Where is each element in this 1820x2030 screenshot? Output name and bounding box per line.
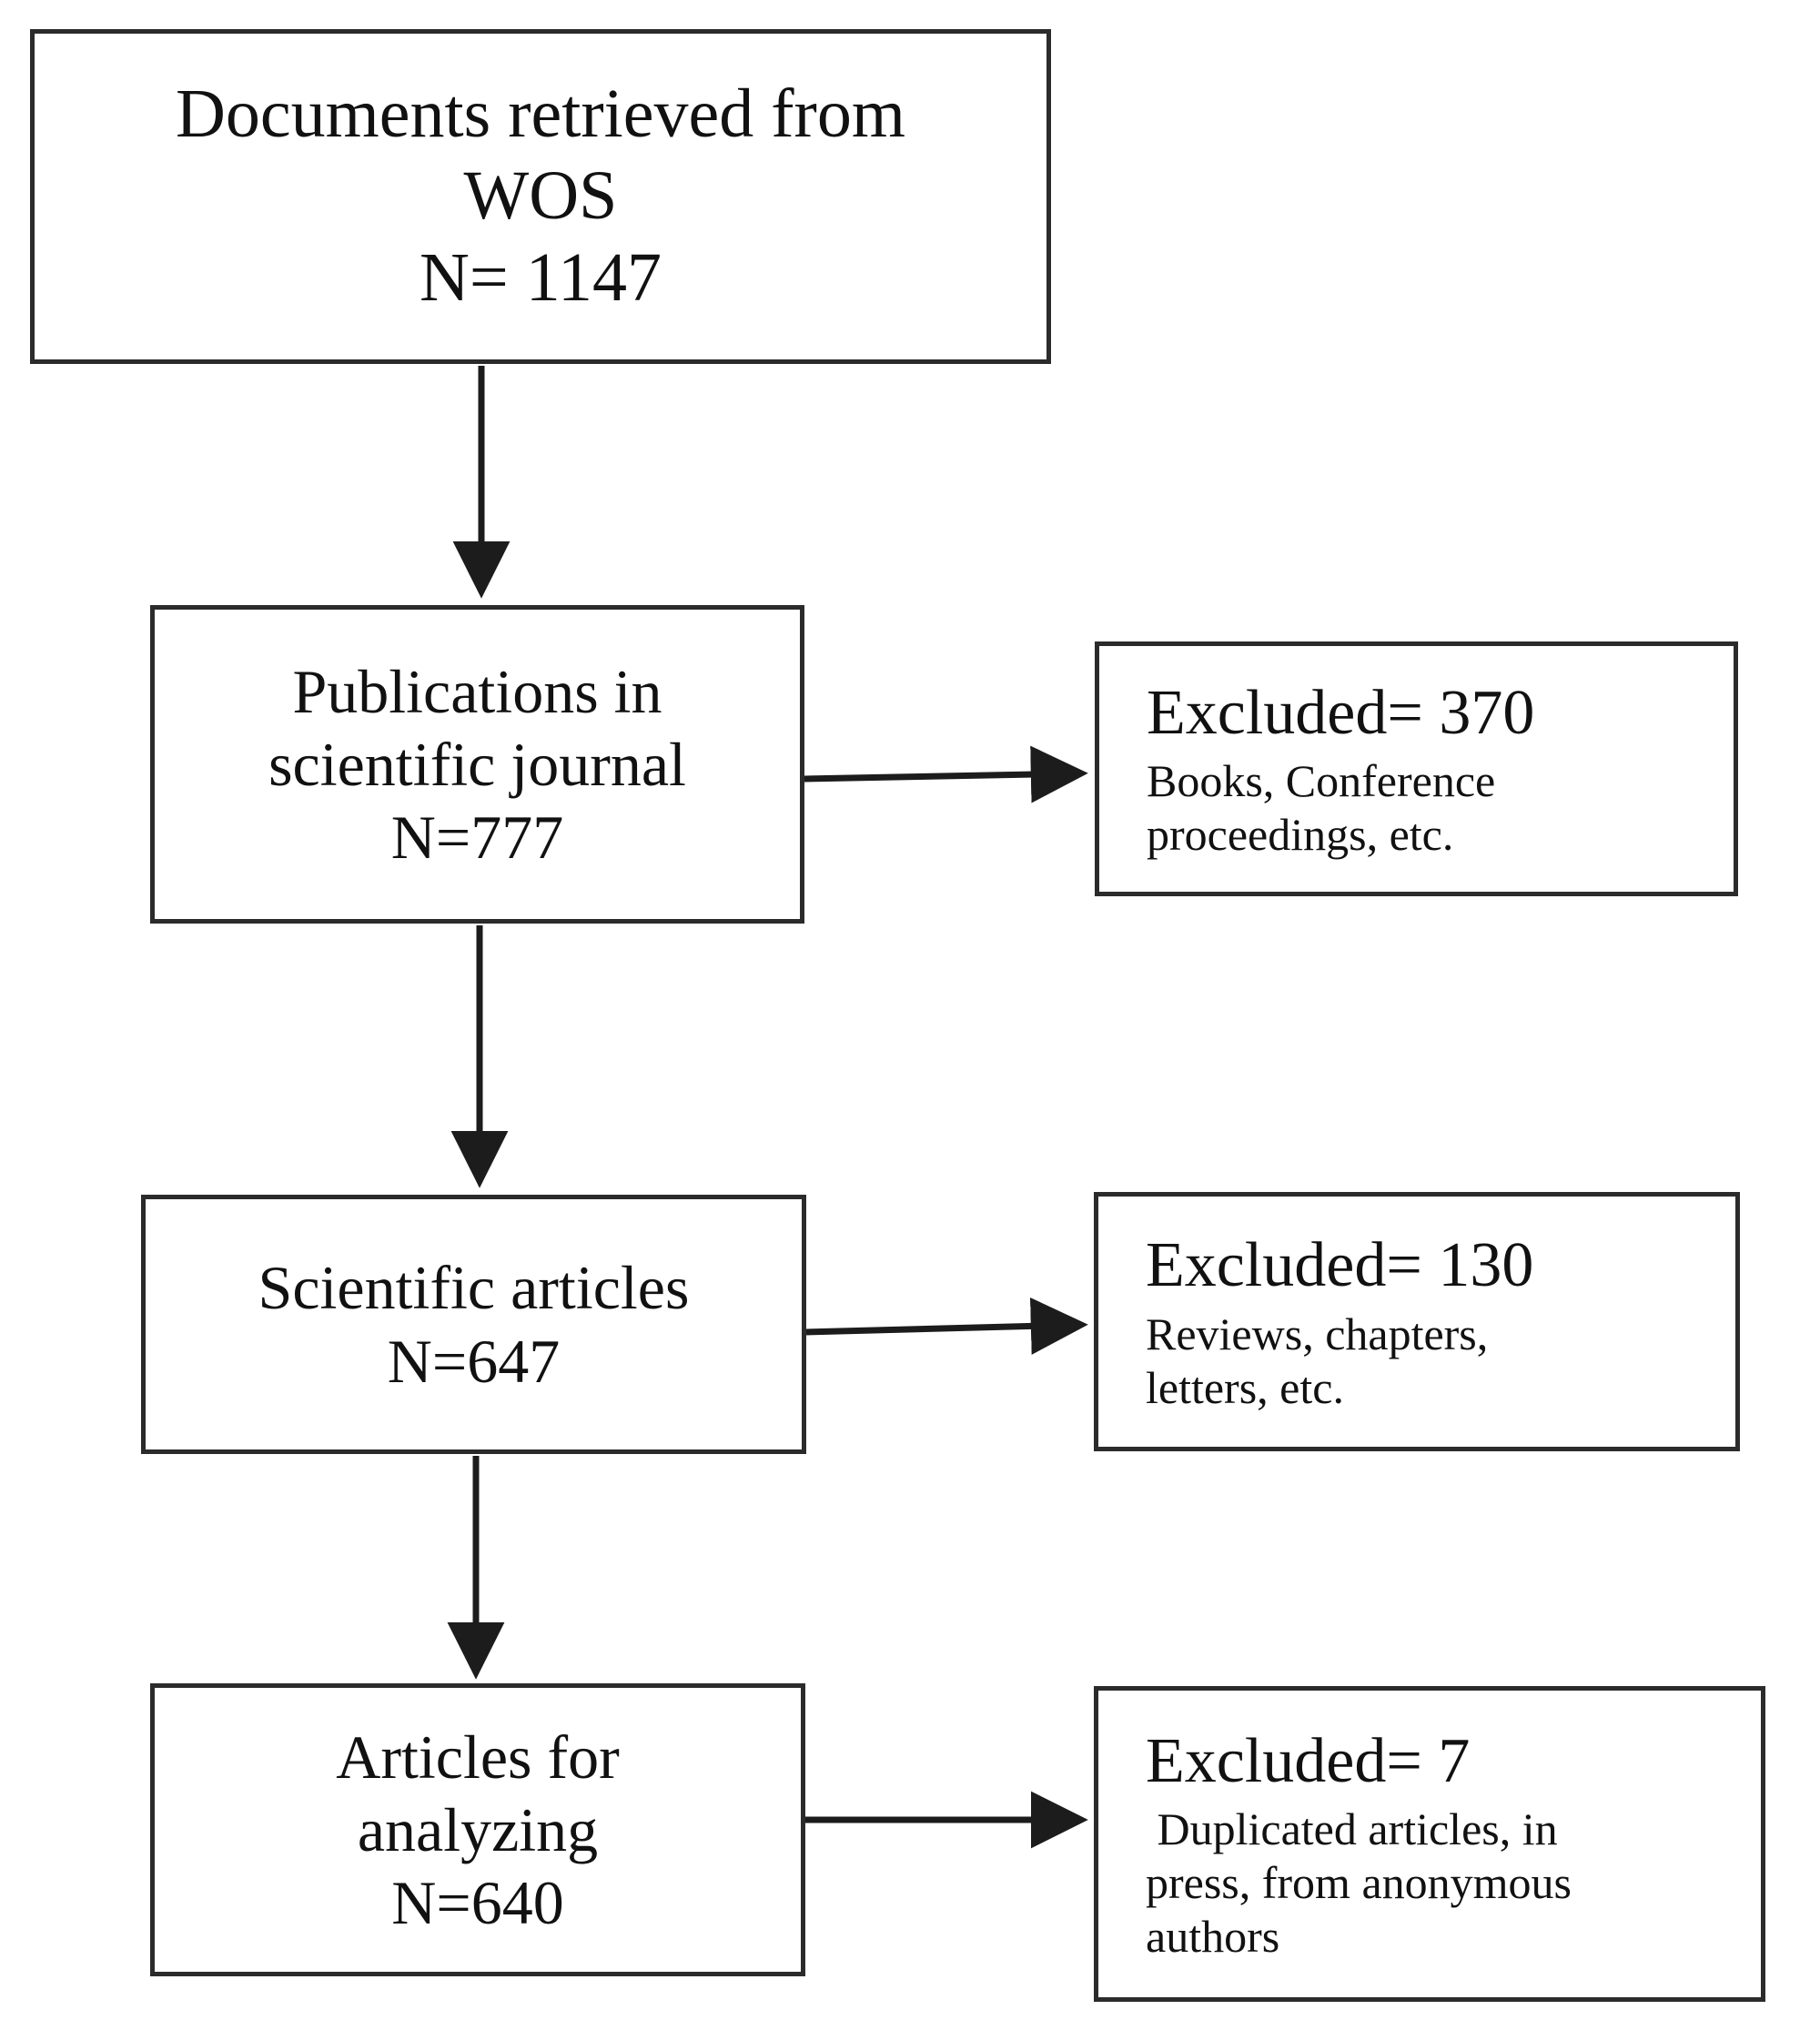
flow-node-analyzing-count: N=640 (391, 1868, 564, 1938)
excluded-node-reviews-chapters: Excluded= 130 Reviews, chapters, letters… (1094, 1192, 1740, 1451)
excluded-node-3-body-line1: Duplicated articles, in (1146, 1803, 1558, 1855)
excluded-node-books-conference: Excluded= 370 Books, Conference proceedi… (1095, 641, 1738, 896)
flow-node-publications-line2: scientific journal (268, 729, 686, 799)
excluded-node-1-heading: Excluded= 370 (1147, 677, 1535, 748)
excluded-node-3-heading: Excluded= 7 (1146, 1725, 1471, 1796)
arrow-publications-to-excluded-1 (804, 745, 1088, 803)
excluded-node-1-body-line2: proceedings, etc. (1147, 809, 1454, 861)
flow-node-source-count: N= 1147 (420, 238, 662, 316)
flow-node-source-line1: Documents retrieved from (176, 76, 905, 153)
excluded-node-2-body-line1: Reviews, chapters, (1146, 1308, 1489, 1359)
flow-node-articles: Scientific articles N=647 (141, 1195, 806, 1454)
flow-node-analyzing-line2: analyzing (357, 1794, 599, 1864)
flow-node-source-line2: WOS (463, 157, 618, 235)
excluded-node-1-body-line1: Books, Conference (1147, 755, 1496, 807)
excluded-node-duplicated-articles: Excluded= 7 Duplicated articles, in pres… (1094, 1686, 1765, 2002)
excluded-node-2-body-line2: letters, etc. (1146, 1361, 1344, 1413)
flow-node-analyzing-line1: Articles for (336, 1722, 620, 1792)
flow-node-publications: Publications in scientific journal N=777 (150, 605, 804, 924)
excluded-node-3-body-line2: press, from anonymous (1146, 1857, 1572, 1909)
flow-node-source: Documents retrieved from WOS N= 1147 (30, 29, 1051, 364)
flow-node-publications-line1: Publications in (292, 656, 662, 726)
flow-node-articles-line1: Scientific articles (258, 1253, 690, 1323)
arrow-articles-to-excluded-2 (805, 1297, 1088, 1355)
flow-node-articles-count: N=647 (387, 1326, 561, 1396)
flow-node-analyzing: Articles for analyzing N=640 (150, 1683, 805, 1976)
flow-node-publications-count: N=777 (390, 803, 564, 873)
excluded-node-3-body-line3: authors (1146, 1911, 1280, 1963)
excluded-node-2-heading: Excluded= 130 (1146, 1230, 1534, 1301)
